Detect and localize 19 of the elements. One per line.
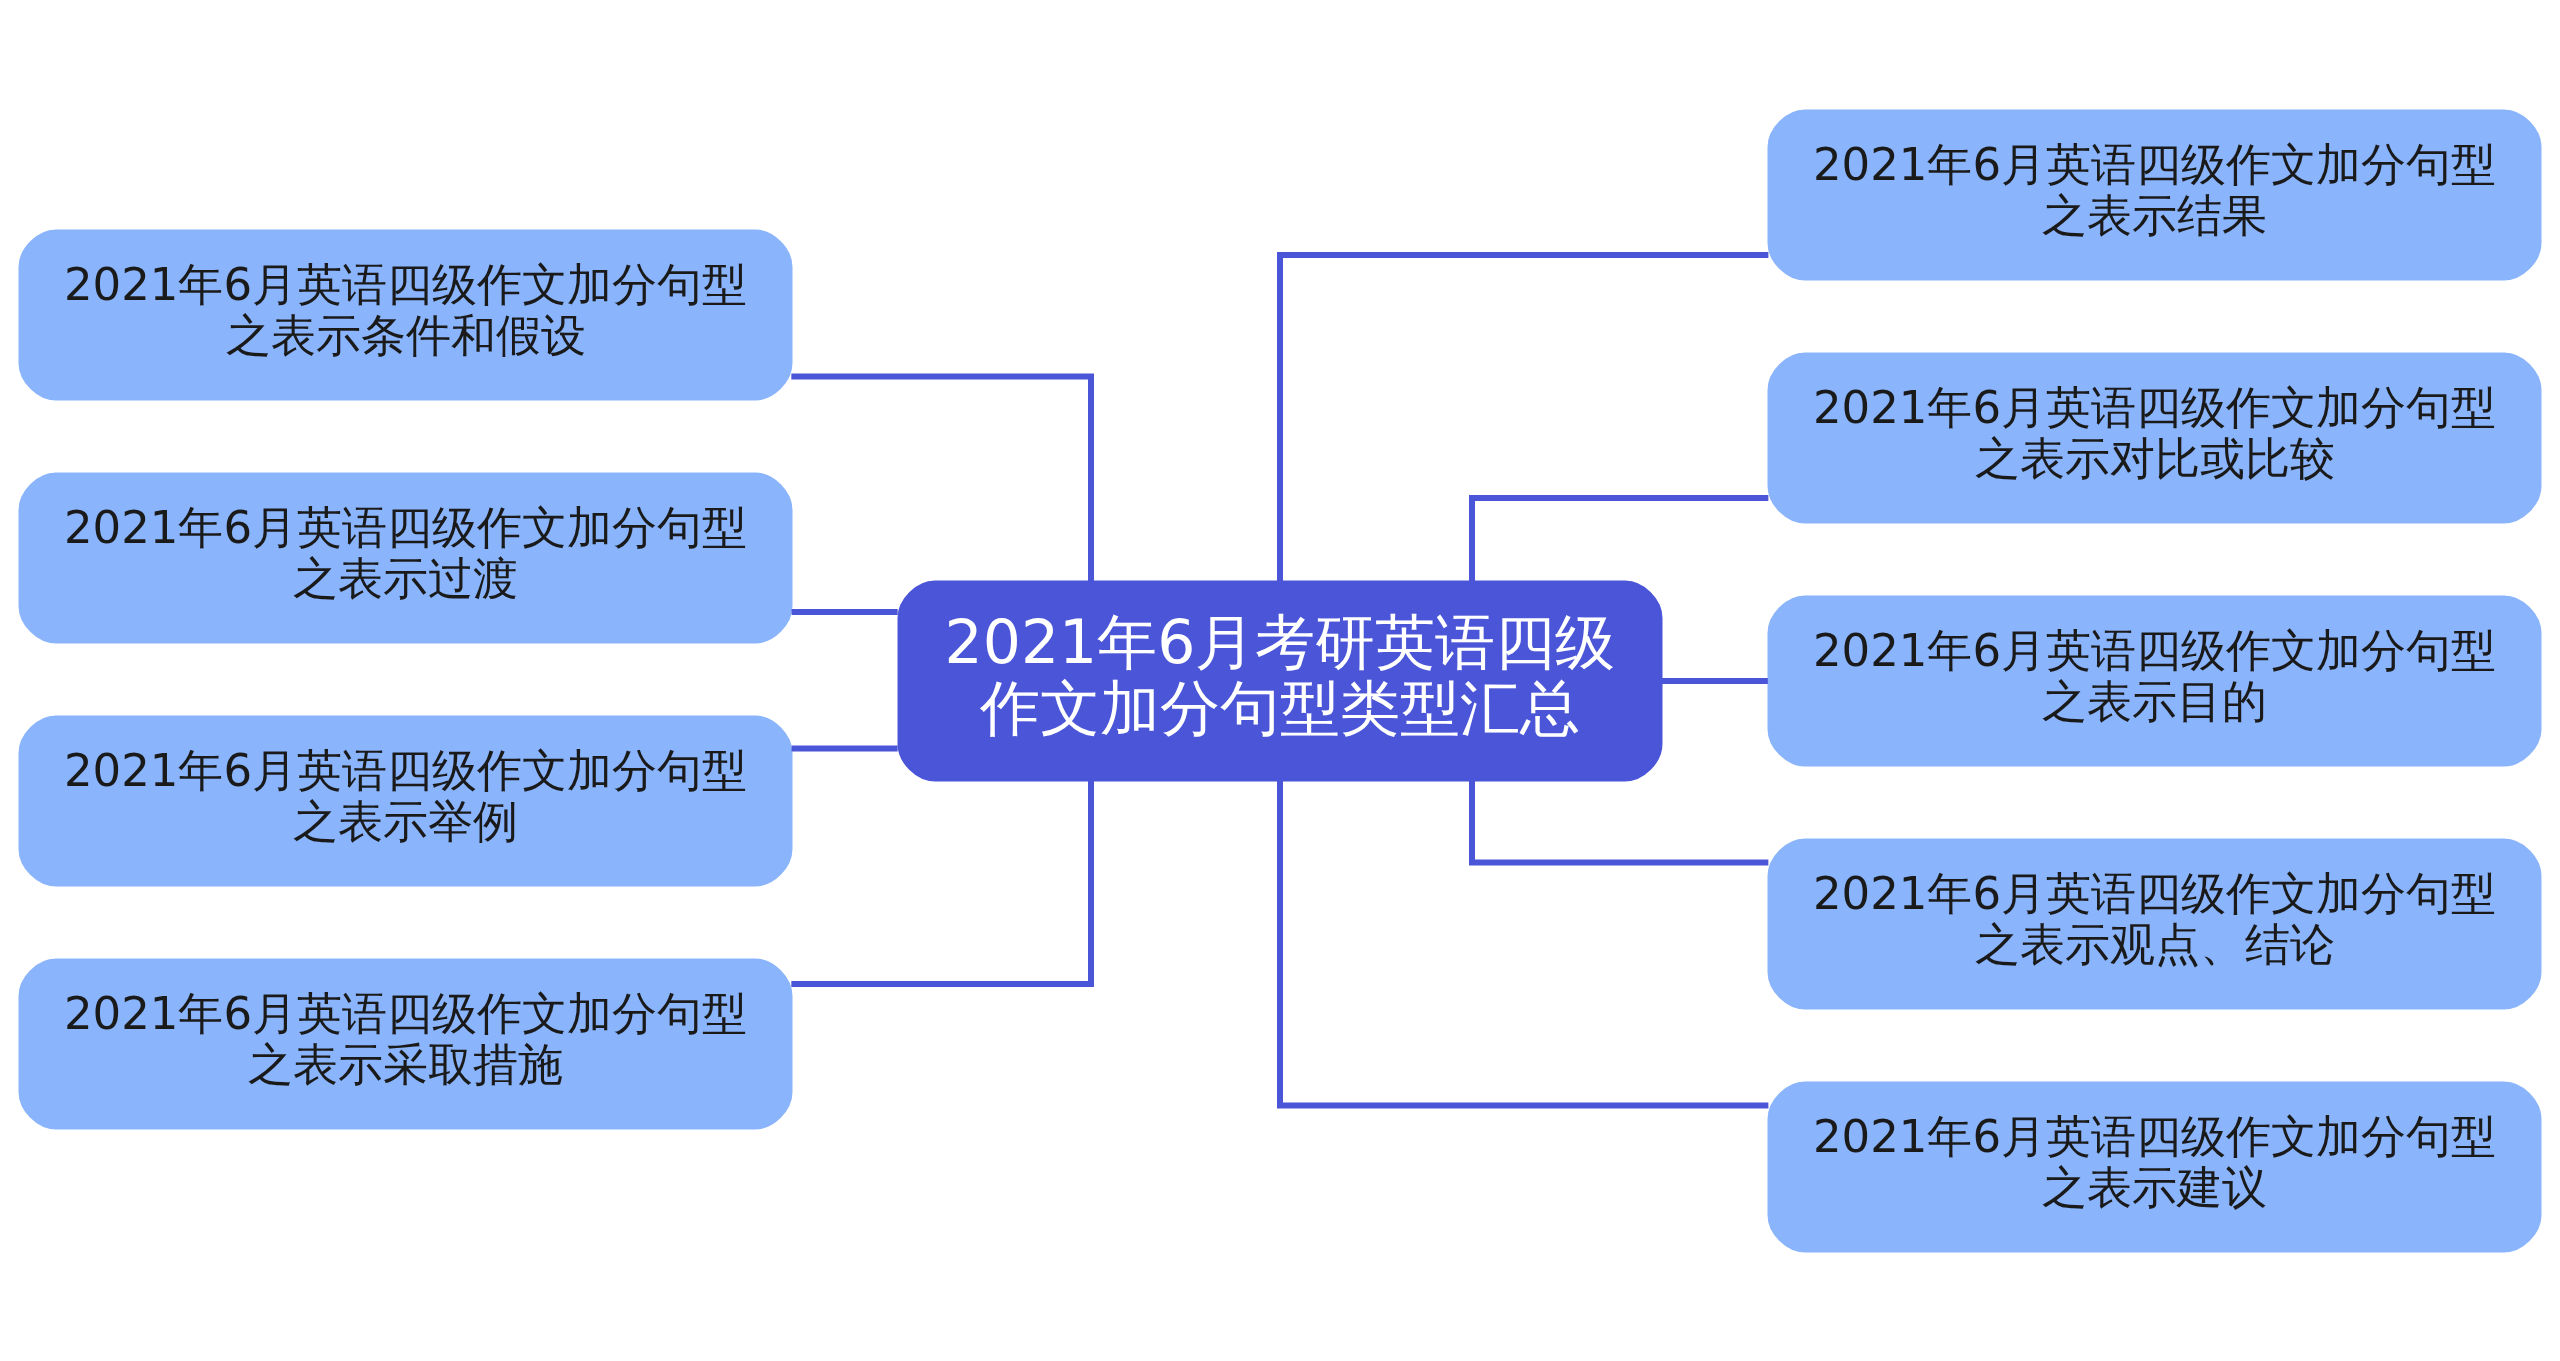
connector [1277,251,1769,581]
connector [1277,780,1769,1108]
node-box: 2021年6月英语四级作文加分句型之表示对比或比较 [1767,352,2542,523]
node-box: 2021年6月英语四级作文加分句型之表示过渡 [18,472,793,643]
node-box: 2021年6月英语四级作文加分句型之表示目的 [1767,595,2542,766]
node-box: 2021年6月英语四级作文加分句型之表示采取措施 [18,958,793,1129]
connector [791,608,898,615]
connector [791,745,898,751]
connector [791,373,1094,581]
node-box: 2021年6月英语四级作文加分句型之表示建议 [1767,1081,2542,1252]
node-box: 2021年6月英语四级作文加分句型之表示结果 [1767,109,2542,280]
connector [1469,494,1769,581]
node-box: 2021年6月考研英语四级作文加分句型类型汇总 [897,580,1663,781]
connector [791,779,1094,987]
node-box: 2021年6月英语四级作文加分句型之表示举例 [18,715,793,886]
node-box: 2021年6月英语四级作文加分句型之表示观点、结论 [1767,838,2542,1009]
connector [1661,677,1768,684]
node-box: 2021年6月英语四级作文加分句型之表示条件和假设 [18,229,793,400]
connector [1469,779,1769,865]
